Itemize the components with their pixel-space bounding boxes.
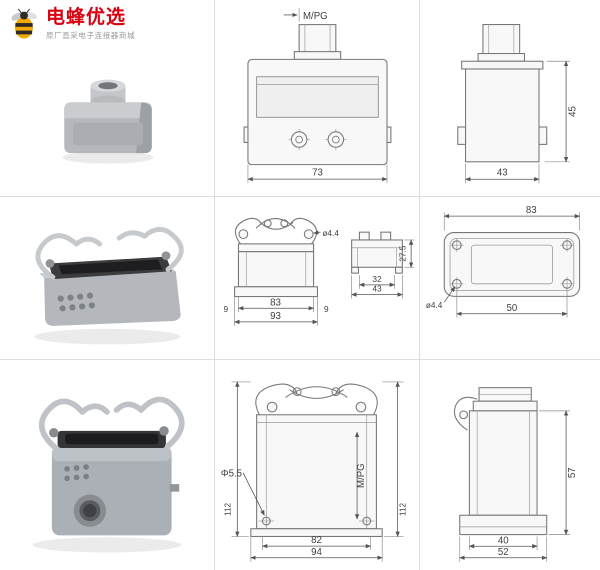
hood-body-side	[465, 68, 540, 163]
housing-side-body	[351, 238, 403, 268]
cell-base-photo	[0, 360, 215, 570]
product-photo-hood	[62, 79, 154, 164]
dim-base-inner-width: 82	[311, 535, 322, 546]
base-entry-label: M/PG	[356, 463, 367, 488]
cell-hood-side-drawing: 45 43	[420, 0, 600, 197]
drawing-housing-top: 83 50 ø4.4	[426, 205, 581, 318]
dim-base-side-outer-width: 52	[498, 547, 509, 558]
cell-brand-hood-photo: 电蜂优选 原厂直采电子连接器商城	[0, 0, 215, 197]
dim-base-right-height: 112	[398, 502, 407, 515]
housing-body	[237, 250, 315, 287]
dim-side-outer-width: 43	[372, 283, 382, 293]
drawing-base-side: 57 40 52	[453, 387, 578, 562]
drawing-hood-front: M/PG 73	[243, 8, 392, 183]
housing-top-outline	[443, 231, 581, 297]
cell-housing-top-drawing: 83 50 ø4.4	[420, 197, 600, 360]
dim-housing-left-offset: 9	[223, 304, 228, 314]
drawing-hood-side: 45 43	[457, 24, 579, 184]
dim-side-inner-width: 32	[372, 273, 382, 283]
brand-text: 电蜂优选 原厂直采电子连接器商城	[46, 8, 135, 41]
dim-housing-inner-width: 83	[270, 297, 281, 308]
dim-top-hole-dia: ø4.4	[426, 300, 443, 309]
dim-housing-outer-width: 93	[270, 310, 281, 321]
hood-entry-label: M/PG	[303, 11, 328, 22]
dim-top-width: 83	[526, 205, 537, 216]
cell-base-side-drawing: 57 40 52	[420, 360, 600, 570]
dim-base-outer-width: 94	[311, 547, 322, 558]
brand-logo: 电蜂优选 原厂直采电子连接器商城	[8, 8, 135, 41]
bee-icon	[11, 8, 37, 39]
drawing-housing-front: ø4.4 83 93 9 9 32 43	[223, 217, 415, 326]
drawing-base-front: M/PG Φ5.5 82 94 112 112	[221, 381, 407, 562]
brand-tagline: 原厂直采电子连接器商城	[46, 30, 136, 40]
dim-housing-hole: ø4.4	[322, 228, 339, 238]
dim-base-hole-dia: Φ5.5	[221, 469, 242, 480]
dim-side-height: 27.5	[397, 245, 407, 262]
dim-housing-right-offset: 9	[324, 304, 329, 314]
dim-hood-width: 73	[312, 167, 323, 178]
dim-base-left-height: 112	[224, 502, 233, 515]
brand-name: 电蜂优选	[46, 7, 127, 28]
cell-hood-front-drawing: M/PG 73	[215, 0, 420, 197]
cell-base-front-drawing: M/PG Φ5.5 82 94 112 112	[215, 360, 420, 570]
dim-hood-height: 45	[568, 106, 579, 117]
cell-housing-photo	[0, 197, 215, 360]
dim-base-side-inner-width: 40	[498, 535, 509, 546]
dim-base-height: 57	[567, 467, 578, 478]
product-photo-housing	[33, 226, 184, 345]
dim-top-hole-span: 50	[507, 302, 518, 313]
cell-housing-drawings: ø4.4 83 93 9 9 32 43	[215, 197, 420, 360]
base-body-side	[468, 410, 538, 516]
dim-hood-depth: 43	[497, 167, 508, 178]
product-photo-base	[32, 397, 185, 553]
